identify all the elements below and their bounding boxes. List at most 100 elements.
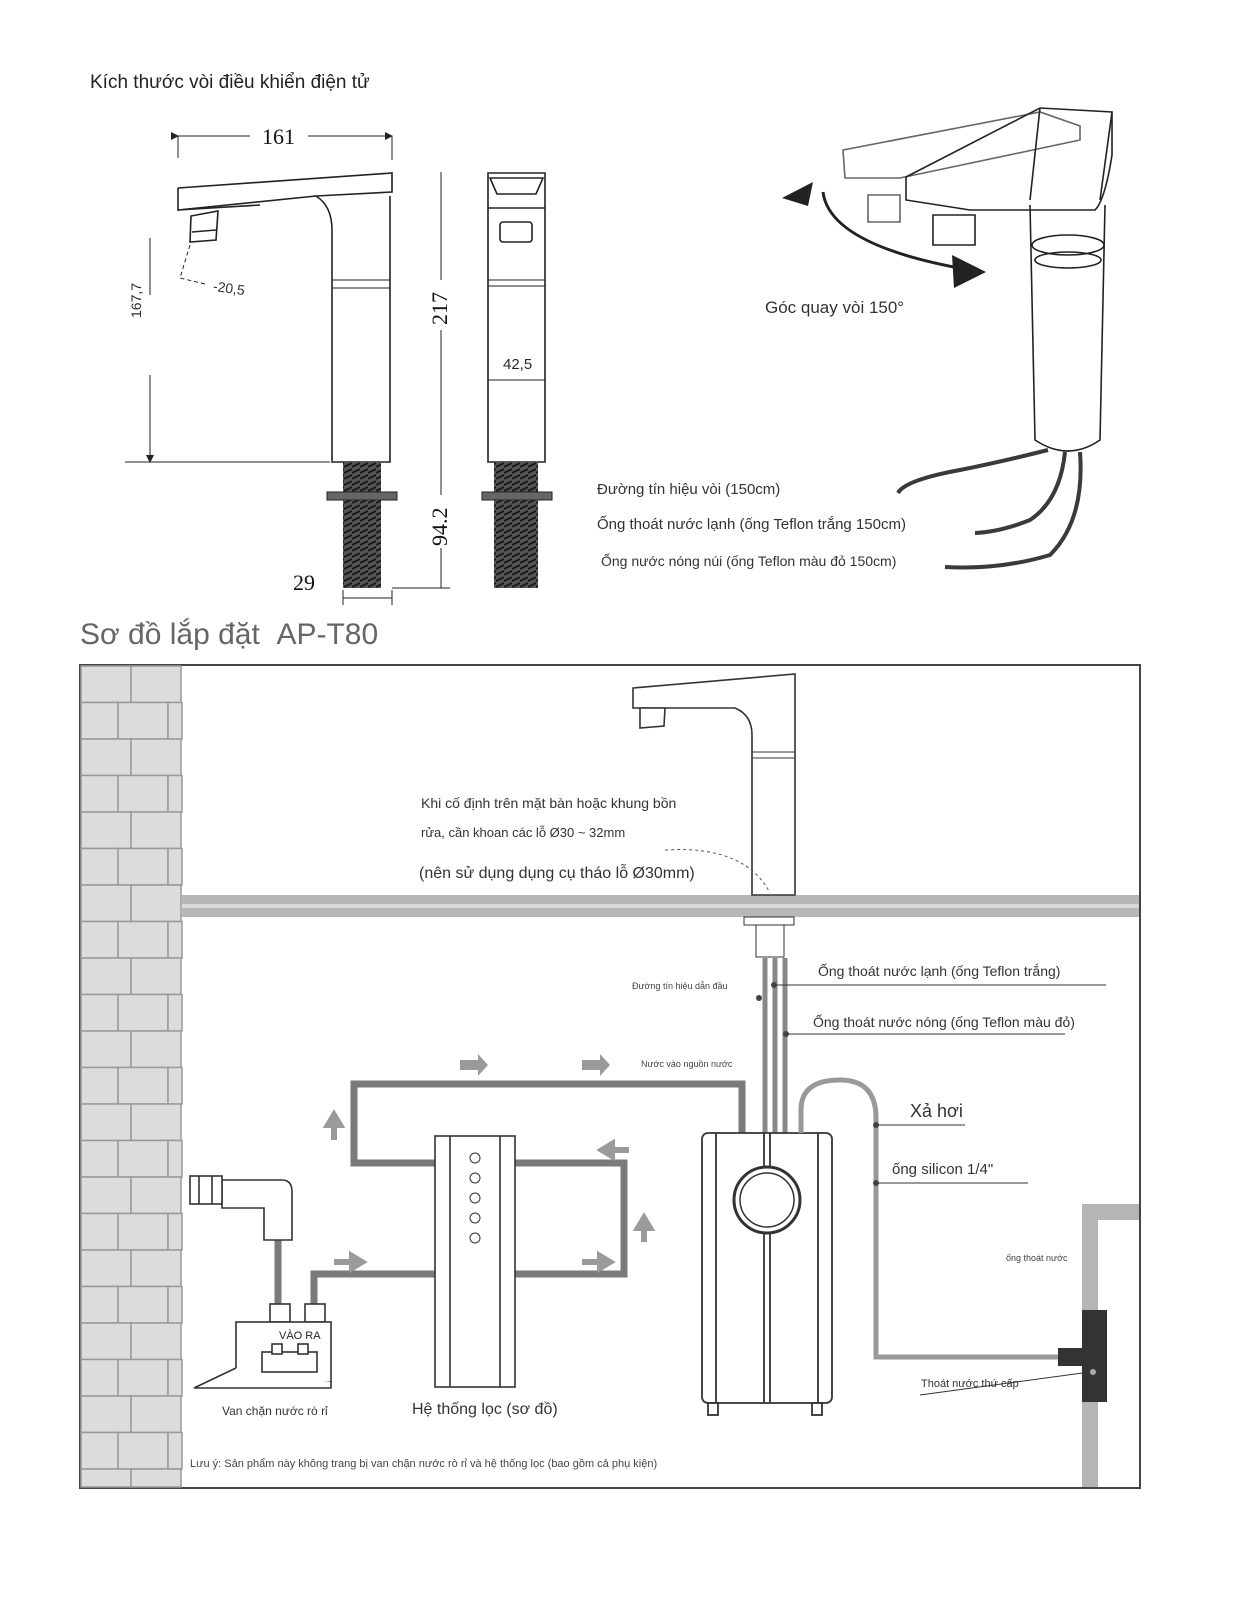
brick <box>117 1285 169 1324</box>
brick <box>80 1358 119 1397</box>
brick <box>167 847 183 886</box>
brick <box>167 1212 183 1251</box>
brick <box>167 1066 183 1105</box>
brick <box>117 1358 169 1397</box>
brick <box>130 1176 182 1215</box>
filter-system-label: Hệ thống lọc (sơ đồ) <box>412 1401 558 1418</box>
brick <box>117 1431 169 1470</box>
brick <box>80 993 119 1032</box>
drill-note-1: Khi cố định trên mặt bàn hoặc khung bồn <box>421 795 677 811</box>
leak-stop-valve <box>193 1303 332 1389</box>
brick <box>167 1285 183 1324</box>
rotation-arrowhead-left <box>782 182 813 206</box>
brick <box>80 665 132 704</box>
brick <box>80 957 132 996</box>
filter-outlet-pipe <box>515 1159 628 1278</box>
brick <box>80 1066 119 1105</box>
brick <box>117 774 169 813</box>
brick <box>117 1212 169 1251</box>
footnote: Lưu ý: Sản phẩm này không trang bị van c… <box>190 1458 658 1470</box>
installed-faucet <box>632 673 796 896</box>
brick <box>130 884 182 923</box>
under-nut <box>743 916 795 926</box>
front-thread-lower <box>494 500 538 588</box>
brick <box>130 1249 182 1288</box>
dim-161: 161 <box>262 124 295 149</box>
brick <box>167 993 183 1032</box>
brick <box>80 920 119 959</box>
signal-line-label: Đường tín hiệu dẫn đầu <box>632 981 728 991</box>
brick <box>117 993 169 1032</box>
model-name: AP-T80 <box>276 618 379 651</box>
brick <box>130 738 182 777</box>
filter-system <box>434 1135 516 1388</box>
rotation-label: Góc quay vòi 150° <box>765 298 905 317</box>
brick <box>130 1395 182 1434</box>
brick <box>117 701 169 740</box>
brick <box>80 1176 132 1215</box>
dim-167-7: 167,7 <box>128 282 144 318</box>
brick <box>130 957 182 996</box>
thread-lower <box>343 500 381 588</box>
brick <box>130 1322 182 1361</box>
brick <box>130 665 182 704</box>
hot-tube-label: Ống thoát nước nóng (ống Teflon màu đỏ) <box>813 1014 1075 1030</box>
brick <box>167 1431 183 1470</box>
brick <box>130 1468 182 1488</box>
brick <box>80 1285 119 1324</box>
brick <box>167 701 183 740</box>
install-title: Sơ đồ lắp đặt AP-T80 <box>80 618 379 651</box>
faucet-rotation-illustration <box>842 107 1113 570</box>
brick <box>130 811 182 850</box>
brick-wall <box>80 665 183 1488</box>
silicon-tube <box>798 1077 1060 1360</box>
brick <box>167 920 183 959</box>
inlet-pipe <box>350 1080 746 1167</box>
brick <box>80 811 132 850</box>
brick <box>80 1468 132 1488</box>
steam-vent-label: Xả hơi <box>910 1101 963 1121</box>
silicon-tube-label: ống silicon 1/4" <box>892 1161 994 1178</box>
wall-connector <box>189 1175 293 1241</box>
drill-note-3: (nên sử dụng dụng cụ tháo lỗ Ø30mm) <box>419 865 695 882</box>
brick <box>130 1030 182 1069</box>
secondary-drain-label: Thoát nước thứ cấp <box>921 1378 1019 1390</box>
dim-217: 217 <box>427 292 452 325</box>
thread-upper <box>343 462 381 492</box>
brick <box>130 1103 182 1142</box>
drill-note-2: rửa, cần khoan các lỗ Ø30 ~ 32mm <box>421 825 626 840</box>
drain-pipe-label: ống thoát nước <box>1006 1253 1068 1263</box>
dim-29: 29 <box>293 570 315 595</box>
cable-signal-label: Đường tín hiệu vòi (150cm) <box>597 481 781 498</box>
brick <box>80 701 119 740</box>
brick <box>117 1139 169 1178</box>
front-thread-upper <box>494 462 538 492</box>
water-inlet-label: Nước vào nguồn nước <box>641 1059 733 1069</box>
rotation-arrow <box>821 191 983 274</box>
brick <box>80 738 132 777</box>
drain-tee <box>1082 1310 1107 1402</box>
brick <box>80 1139 119 1178</box>
cable-cold-label: Ống thoát nước lạnh (ống Teflon trắng 15… <box>597 516 906 533</box>
rotation-arrowhead-right <box>952 255 986 288</box>
valve-in-out-label: VÀO RA <box>279 1330 321 1342</box>
leak-valve-label: Van chặn nước rò rỉ <box>222 1404 328 1418</box>
front-nut <box>481 491 553 501</box>
brick <box>167 1358 183 1397</box>
brick <box>80 1431 119 1470</box>
brick <box>80 1212 119 1251</box>
brick <box>80 1322 132 1361</box>
valve-outlet-pipe <box>310 1270 435 1308</box>
brick <box>80 1030 132 1069</box>
dim-42-5: 42,5 <box>503 356 533 373</box>
lock-nut <box>326 491 398 501</box>
brick <box>80 847 119 886</box>
brick <box>117 1066 169 1105</box>
brick <box>167 1139 183 1178</box>
brick <box>167 774 183 813</box>
hot-water-unit <box>701 1132 833 1416</box>
brick <box>80 1103 132 1142</box>
brick <box>80 774 119 813</box>
brick <box>80 1249 132 1288</box>
